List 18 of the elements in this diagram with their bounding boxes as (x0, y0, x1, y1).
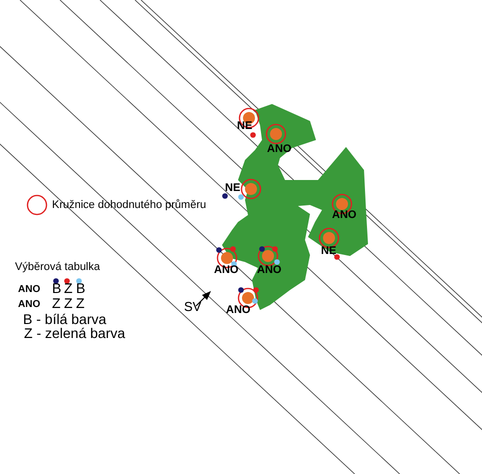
map-label: NE (225, 183, 240, 194)
map-label: ANO (332, 210, 356, 221)
map-label: ANO (226, 305, 250, 316)
map-label: Z (52, 296, 61, 310)
map-label: ANO (214, 265, 238, 276)
map-label: B - bílá barva (23, 312, 106, 326)
map-label: Výběrová tabulka (15, 262, 100, 273)
map-label: Z (76, 296, 85, 310)
map-label: B (52, 281, 62, 295)
map-label: Z - zelená barva (24, 326, 126, 340)
map-label: ANO (267, 144, 292, 155)
map-label: ANO (18, 285, 40, 295)
map-label: ANO (18, 300, 40, 310)
map-label: ANO (257, 265, 282, 276)
map-label: SV (184, 300, 202, 313)
map-label: B (76, 281, 86, 295)
map-label: Z (64, 281, 73, 295)
map-label: Z (64, 296, 73, 310)
